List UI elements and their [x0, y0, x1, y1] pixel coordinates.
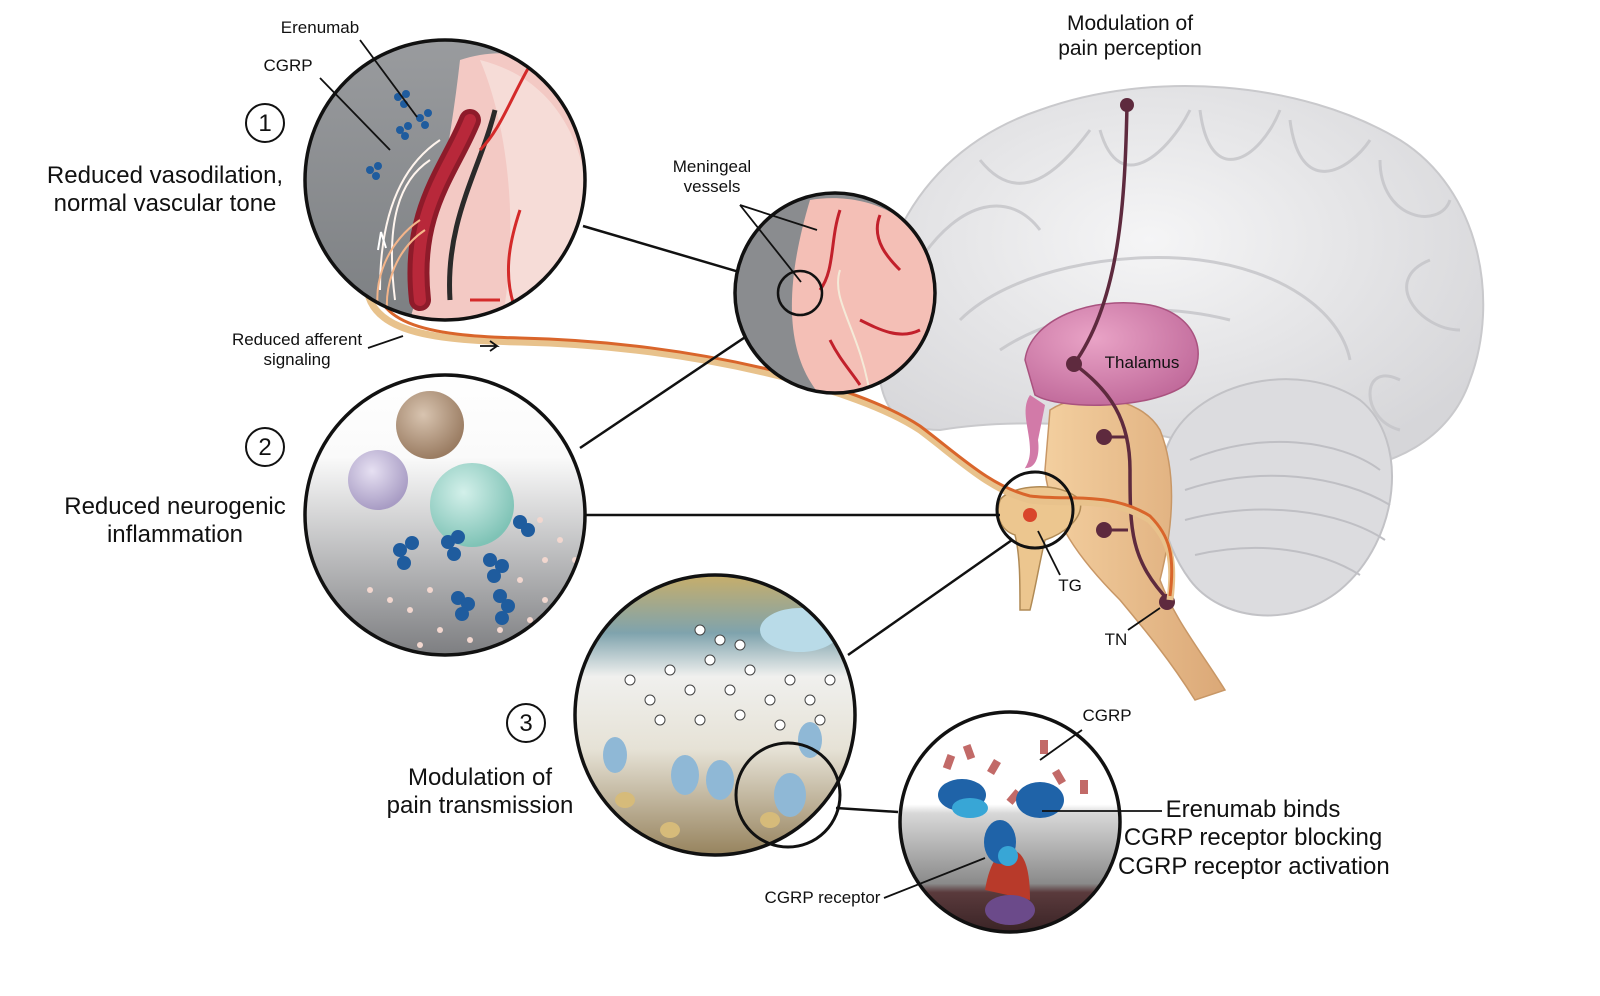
leader-lines: [319, 39, 1162, 899]
label-line: Reduced afferent: [231, 330, 363, 349]
tg-highlight-circle: [995, 470, 1075, 550]
erenumab-molecules: [366, 90, 432, 180]
receptor-description: Erenumab binds CGRP receptor blocking CG…: [1118, 796, 1390, 881]
inset-synapse: [573, 573, 857, 857]
label-tn: TN: [1104, 630, 1128, 649]
description-line: Erenumab binds: [1165, 796, 1341, 823]
inset-inflammation: [303, 373, 587, 657]
brain-illustration: [875, 85, 1485, 701]
thalamus: [1024, 302, 1199, 406]
description-line: CGRP receptor blocking: [1123, 824, 1383, 852]
label-tg: TG: [1058, 576, 1082, 595]
label-meningeal-vessels: Meningeal vessels: [662, 157, 762, 197]
description-line: CGRP receptor activation: [1118, 852, 1390, 880]
label-cgrp-receptor-inset: CGRP: [1082, 706, 1132, 725]
caption-line: Modulation of: [407, 764, 553, 791]
title-line-1: Modulation of: [1066, 12, 1194, 35]
inset-meningeal-vessels: [733, 191, 937, 395]
caption-line: normal vascular tone: [53, 190, 277, 218]
label-thalamus: Thalamus: [1104, 353, 1180, 372]
inset-receptor: [898, 710, 1122, 934]
panel-number-2: 2: [245, 427, 285, 467]
inset-meningeal-border: [733, 191, 937, 395]
caption-line: Reduced vasodilation,: [46, 162, 284, 189]
title-pain-perception: Modulation of pain perception: [1030, 12, 1230, 62]
cerebrum: [875, 85, 1485, 472]
label-cgrp-inset1: CGRP: [263, 56, 313, 75]
inset-vasodilation: [303, 38, 587, 322]
label-line: Meningeal: [672, 157, 752, 176]
panel-number-3: 3: [506, 703, 546, 743]
caption-line: inflammation: [106, 521, 244, 549]
panel-2-caption: Reduced neurogenic inflammation: [50, 493, 300, 550]
panel-number-1: 1: [245, 103, 285, 143]
ascending-pathway: [1072, 104, 1172, 604]
panel-3-caption: Modulation of pain transmission: [380, 764, 580, 821]
label-line: signaling: [263, 350, 331, 370]
inset-2-border: [303, 373, 587, 657]
cerebellum: [1158, 378, 1394, 617]
panel-1-caption: Reduced vasodilation, normal vascular to…: [40, 162, 290, 219]
inset-3-border: [573, 573, 857, 857]
caption-line: pain transmission: [386, 792, 574, 820]
pituitary-drip: [1024, 395, 1045, 469]
title-line-2: pain perception: [1058, 36, 1202, 60]
label-cgrp-receptor: CGRP receptor: [764, 888, 881, 907]
label-erenumab: Erenumab: [280, 18, 360, 37]
afferent-nerve: [363, 259, 1176, 601]
inset-1-border: [303, 38, 587, 322]
caption-line: Reduced neurogenic: [64, 493, 286, 520]
label-line: vessels: [683, 177, 741, 197]
inset-receptor-border: [898, 710, 1122, 934]
label-reduced-afferent-signaling: Reduced afferent signaling: [222, 330, 372, 370]
